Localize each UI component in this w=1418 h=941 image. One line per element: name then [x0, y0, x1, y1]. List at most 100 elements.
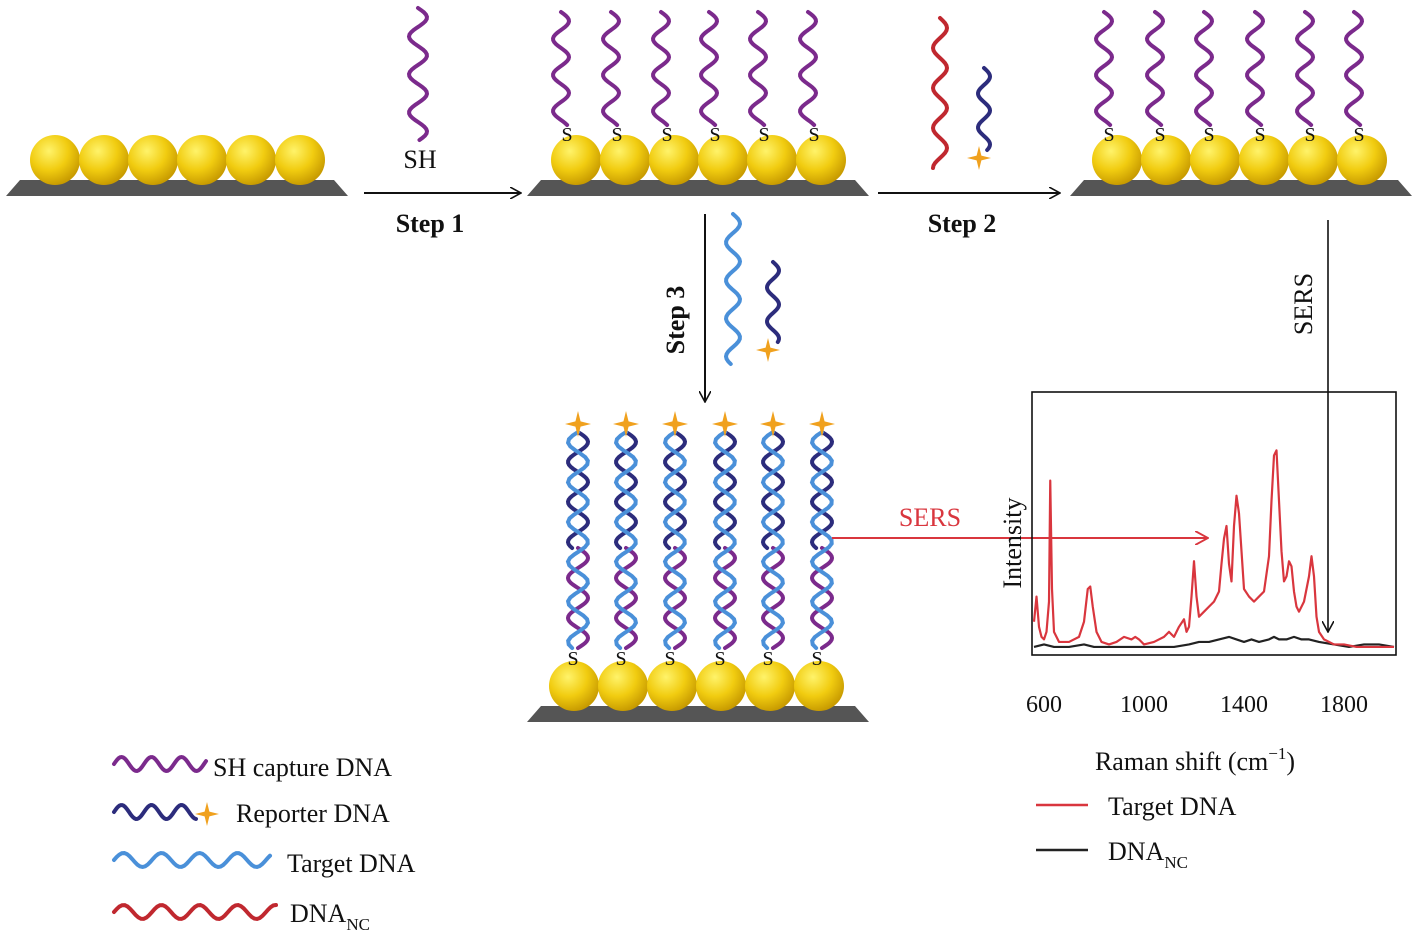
- legend-label-reporter: Reporter DNA: [236, 799, 390, 828]
- sulfur-label: S: [762, 648, 773, 670]
- sulfur-label: S: [808, 124, 819, 146]
- sulfur-label: S: [661, 124, 672, 146]
- gold-nanoparticle: [128, 135, 178, 185]
- substrate-plate: [527, 706, 869, 722]
- legend-label-nc-main: DNA: [290, 899, 347, 928]
- legend-label-nc: DNANC: [290, 899, 370, 934]
- sers-horizontal-label: SERS: [899, 503, 961, 532]
- capture-dna-strand: [1295, 10, 1316, 127]
- step2-label: Step 2: [928, 209, 997, 238]
- gold-nanoparticle: [551, 135, 601, 185]
- hybridized-dna-duplex: [613, 411, 639, 650]
- reporter-tag-icon: [662, 411, 688, 437]
- gold-nanoparticle: [79, 135, 129, 185]
- gold-nanoparticle: [549, 661, 599, 711]
- sulfur-label: S: [1304, 124, 1315, 146]
- gold-nanoparticle: [745, 661, 795, 711]
- legend-label-capture: SH capture DNA: [213, 753, 392, 782]
- dna-legend: SH capture DNA Reporter DNA Target DNA D…: [112, 753, 416, 934]
- gold-nanoparticle: [794, 661, 844, 711]
- hybridized-dna-duplex: [662, 411, 688, 650]
- capture-dna-strand: [613, 546, 639, 650]
- target-dna-strand: [613, 430, 639, 650]
- chart-y-axis-label: Intensity: [998, 498, 1027, 589]
- gold-nanoparticle: [696, 661, 746, 711]
- chart-x-axis-label-sup: −1: [1268, 744, 1286, 763]
- reporter-dna-strand: [764, 260, 782, 344]
- substrate-plate: [6, 180, 348, 196]
- gold-nanoparticle: [600, 135, 650, 185]
- chart-x-tick-label: 600: [1026, 692, 1062, 718]
- capture-dna-strand: [1245, 10, 1266, 127]
- capture-dna-strand: [748, 10, 769, 127]
- sers-vertical-label: SERS: [1289, 273, 1318, 335]
- reporter-tag-icon: [565, 411, 591, 437]
- legend-label-nc-sub: NC: [346, 915, 370, 934]
- chart-x-tick-label: 1000: [1120, 692, 1168, 718]
- gold-nanoparticle: [1092, 135, 1142, 185]
- chart-series-group: [1032, 449, 1395, 649]
- capture-dna-strand: [798, 10, 819, 127]
- capture-dna-strand: [406, 6, 430, 142]
- reporter-dna-strand: [976, 66, 993, 152]
- chart-legend: Target DNA DNANC: [1036, 792, 1237, 872]
- capture-dna-strand: [1094, 10, 1115, 127]
- sulfur-label: S: [615, 648, 626, 670]
- gold-nanoparticle: [598, 661, 648, 711]
- sulfur-label: S: [1203, 124, 1214, 146]
- capture-dna-strand: [565, 546, 591, 650]
- sulfur-label: S: [758, 124, 769, 146]
- gold-nanoparticle: [1141, 135, 1191, 185]
- substrate-bare: [6, 135, 348, 196]
- gold-nanoparticle: [698, 135, 748, 185]
- sulfur-label: S: [1154, 124, 1165, 146]
- gold-nanoparticle: [747, 135, 797, 185]
- gold-nanoparticle: [647, 661, 697, 711]
- step1-label: Step 1: [396, 209, 465, 238]
- chart-x-axis-label: Raman shift (cm−1): [1095, 744, 1295, 776]
- substrate-plate: [527, 180, 869, 196]
- target-dna-strand: [565, 430, 591, 650]
- gold-nanoparticle: [1239, 135, 1289, 185]
- capture-dna-strand: [760, 546, 786, 650]
- sulfur-label: S: [664, 648, 675, 670]
- step3-label: Step 3: [661, 286, 690, 355]
- chart-x-axis-label-main: Raman shift (cm: [1095, 747, 1268, 776]
- sulfur-label: S: [811, 648, 822, 670]
- sulfur-label: S: [1103, 124, 1114, 146]
- sulfur-label: S: [1353, 124, 1364, 146]
- sulfur-label: S: [709, 124, 720, 146]
- sulfur-label: S: [714, 648, 725, 670]
- capture-dna-strand: [699, 10, 720, 127]
- capture-dna-strand: [712, 546, 738, 650]
- substrate-hybridized: [527, 661, 869, 722]
- gold-nanoparticle: [1288, 135, 1338, 185]
- target-dna-strand: [662, 430, 688, 650]
- target-dna-strand: [723, 212, 743, 366]
- chart-series-target-dna: [1032, 449, 1394, 649]
- hybridized-dna-duplex: [809, 411, 835, 650]
- chart-frame: [1031, 391, 1397, 656]
- target-dna-strand: [809, 430, 835, 650]
- target-dna-strand: [712, 430, 738, 650]
- reporter-tag-icon: [967, 146, 991, 170]
- legend-wave-capture: [112, 754, 208, 774]
- gold-nanoparticle: [177, 135, 227, 185]
- noncomplementary-dna-strand: [930, 16, 950, 170]
- chart-legend-label-nc-sub: NC: [1164, 853, 1188, 872]
- capture-dna-strand: [551, 10, 572, 127]
- legend-wave-reporter: [112, 803, 198, 821]
- gold-nanoparticle: [30, 135, 80, 185]
- substrate-group: [6, 135, 1412, 722]
- chart-x-tick-label: 1400: [1220, 692, 1268, 718]
- sulfur-label: S: [1254, 124, 1265, 146]
- hybridized-dna-duplex: [760, 411, 786, 650]
- reporter-tag-icon: [760, 411, 786, 437]
- legend-wave-nc: [112, 903, 278, 922]
- capture-dna-strand: [601, 10, 622, 127]
- capture-dna-strand: [662, 546, 688, 650]
